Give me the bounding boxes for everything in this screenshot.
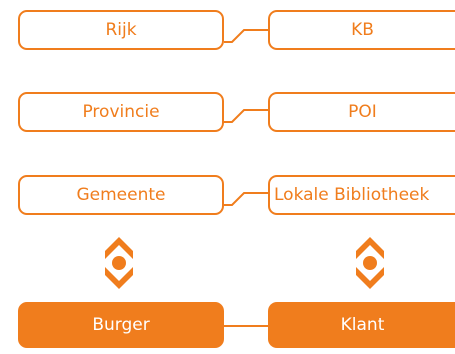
double-chevron-updown-icon <box>105 237 133 289</box>
connector-provincie-poi <box>224 109 268 123</box>
box-klant: Klant <box>268 302 455 348</box>
box-burger: Burger <box>18 302 224 348</box>
box-rijk-label: Rijk <box>105 20 137 40</box>
box-gemeente-label: Gemeente <box>76 185 166 205</box>
box-poi-label: POI <box>348 102 377 122</box>
box-provincie-label: Provincie <box>82 102 160 122</box>
box-poi: POI <box>268 92 455 132</box>
box-lokale-bibliotheek: Lokale Bibliotheek <box>268 175 455 215</box>
double-chevron-updown-icon <box>356 237 384 289</box>
connector-rijk-kb <box>224 29 268 43</box>
box-kb: KB <box>268 10 455 50</box>
box-klant-label: Klant <box>340 315 385 335</box>
connector-gemeente-bibliotheek <box>224 192 268 206</box>
box-gemeente: Gemeente <box>18 175 224 215</box>
box-provincie: Provincie <box>18 92 224 132</box>
box-rijk: Rijk <box>18 10 224 50</box>
box-burger-label: Burger <box>92 315 150 335</box>
box-lokale-bibliotheek-label: Lokale Bibliotheek <box>274 185 430 205</box>
box-kb-label: KB <box>351 20 374 40</box>
